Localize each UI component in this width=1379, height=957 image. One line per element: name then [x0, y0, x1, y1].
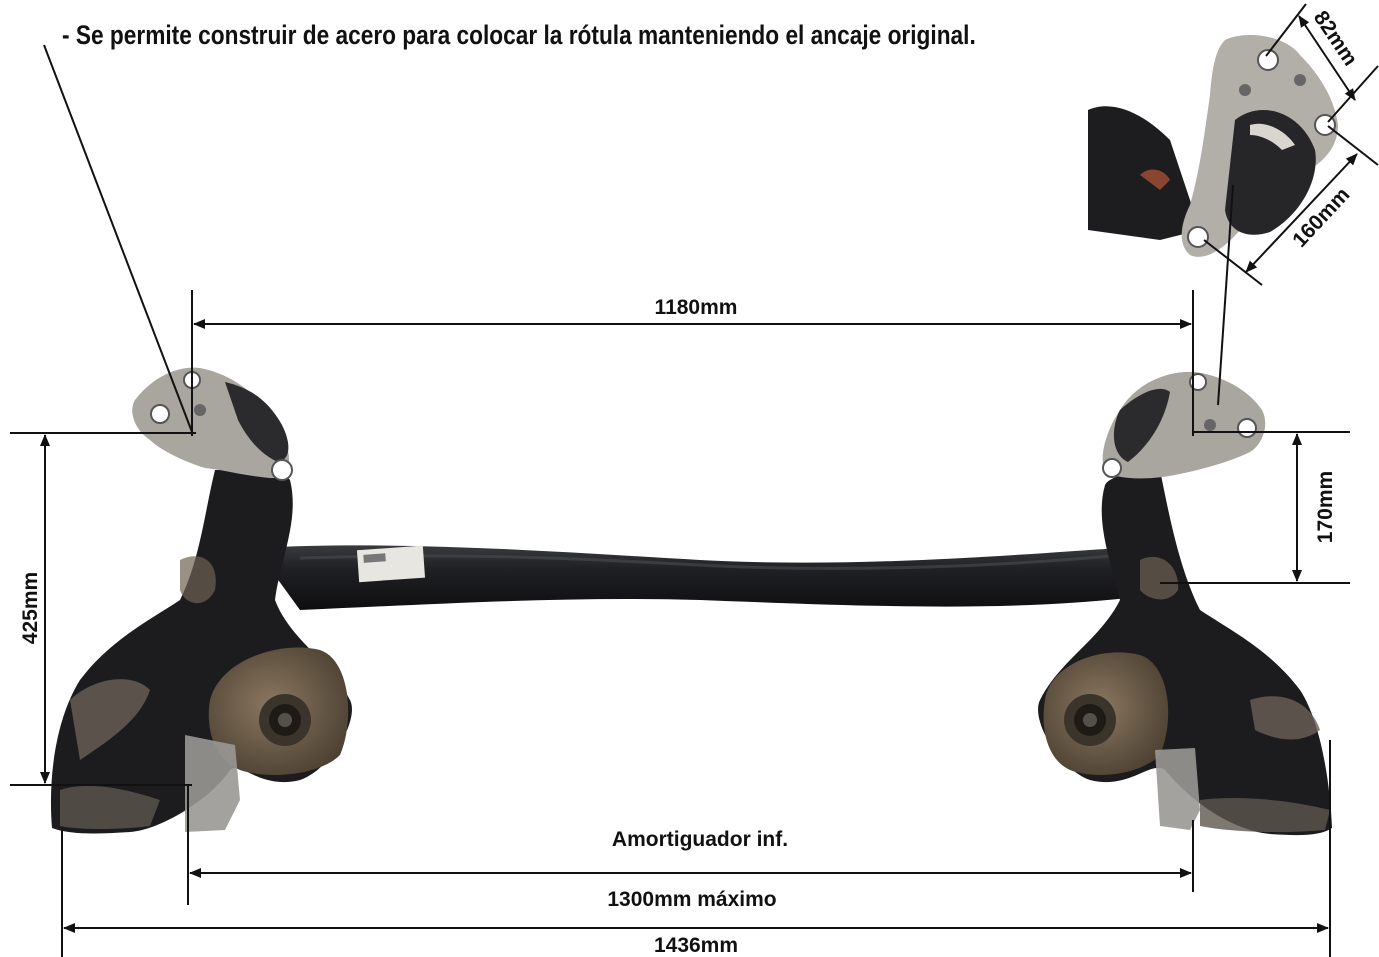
modification-note: - Se permite construir de acero para col…: [62, 20, 976, 50]
extension-line: [1327, 125, 1379, 166]
label-bolt-spacing: 82mm: [1309, 7, 1362, 70]
label-damper-width: 1300mm máximo: [607, 888, 776, 911]
dim-line-160: [1245, 153, 1358, 273]
label-overall-width: 1436mm: [654, 934, 738, 957]
note-leader-line: [43, 44, 193, 433]
label-top-width: 1180mm: [655, 296, 738, 319]
label-damper: Amortiguador inf.: [612, 828, 788, 851]
dimension-lines: [10, 3, 1379, 957]
dim-line-82: [1298, 15, 1356, 101]
label-left-height: 425mm: [19, 572, 42, 644]
label-right-height: 170mm: [1314, 471, 1337, 543]
extension-line: [1327, 65, 1379, 123]
extension-line: [1265, 3, 1307, 57]
extension-line: [1203, 239, 1263, 286]
inset-leader-line: [1217, 184, 1234, 406]
rear-axle-image: [50, 367, 1332, 836]
